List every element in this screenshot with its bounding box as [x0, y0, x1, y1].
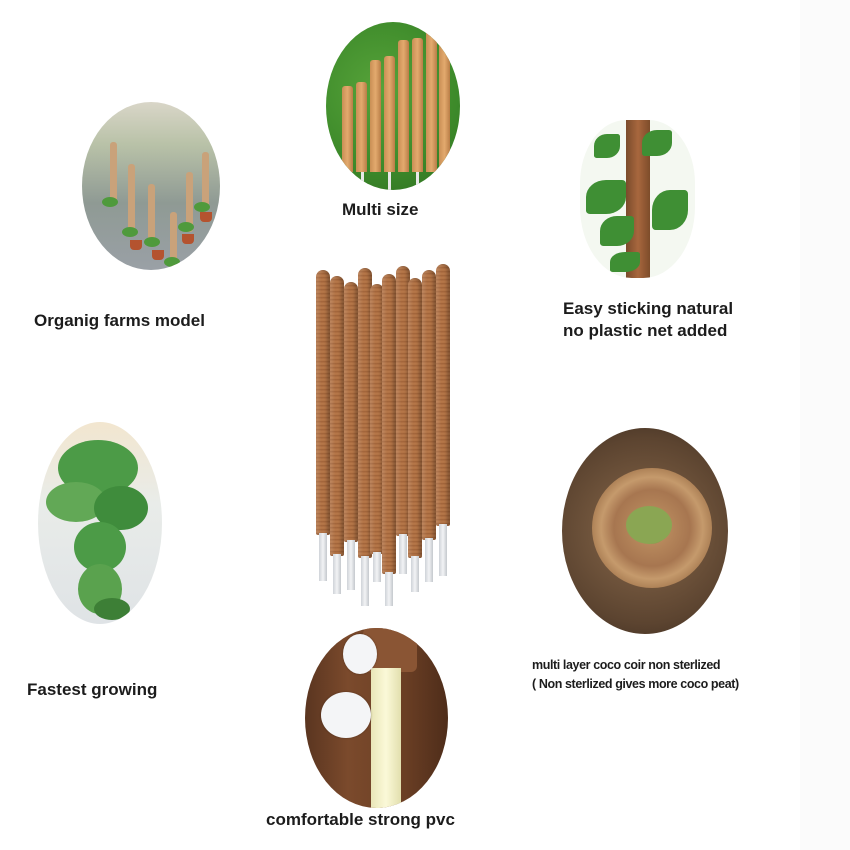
pvc-image — [305, 628, 448, 808]
coir-stick — [426, 22, 437, 172]
pvc-label: comfortable strong pvc — [266, 810, 455, 829]
coir-stick — [439, 24, 450, 172]
center-coir-sticks-image — [310, 258, 460, 608]
coco-coir-label-line-2: ( Non sterlized gives more coco peat) — [532, 677, 739, 691]
coir-stick — [370, 60, 381, 172]
coco-coir-image — [562, 428, 728, 634]
easy-sticking-label-line-2: no plastic net added — [563, 321, 728, 340]
fastest-growing-image — [38, 422, 162, 624]
coir-stick — [384, 56, 395, 172]
coco-coir-label: multi layer coco coir non sterlized ( No… — [532, 656, 739, 694]
coir-stick — [342, 86, 353, 172]
fastest-growing-label: Fastest growing — [27, 680, 158, 699]
organic-farms-image — [82, 102, 220, 270]
coir-stick — [398, 40, 409, 172]
easy-sticking-label-line-1: Easy sticking natural — [563, 299, 734, 318]
multi-size-image — [326, 22, 460, 190]
coco-coir-label-line-1: multi layer coco coir non sterlized — [532, 658, 721, 672]
right-margin — [800, 0, 850, 850]
organic-farms-label: Organig farms model — [34, 311, 205, 330]
coir-stick — [356, 82, 367, 172]
multi-size-label: Multi size — [342, 200, 419, 219]
coir-stick — [412, 38, 423, 172]
easy-sticking-label: Easy sticking natural no plastic net add… — [563, 298, 733, 342]
easy-sticking-image — [580, 120, 695, 278]
